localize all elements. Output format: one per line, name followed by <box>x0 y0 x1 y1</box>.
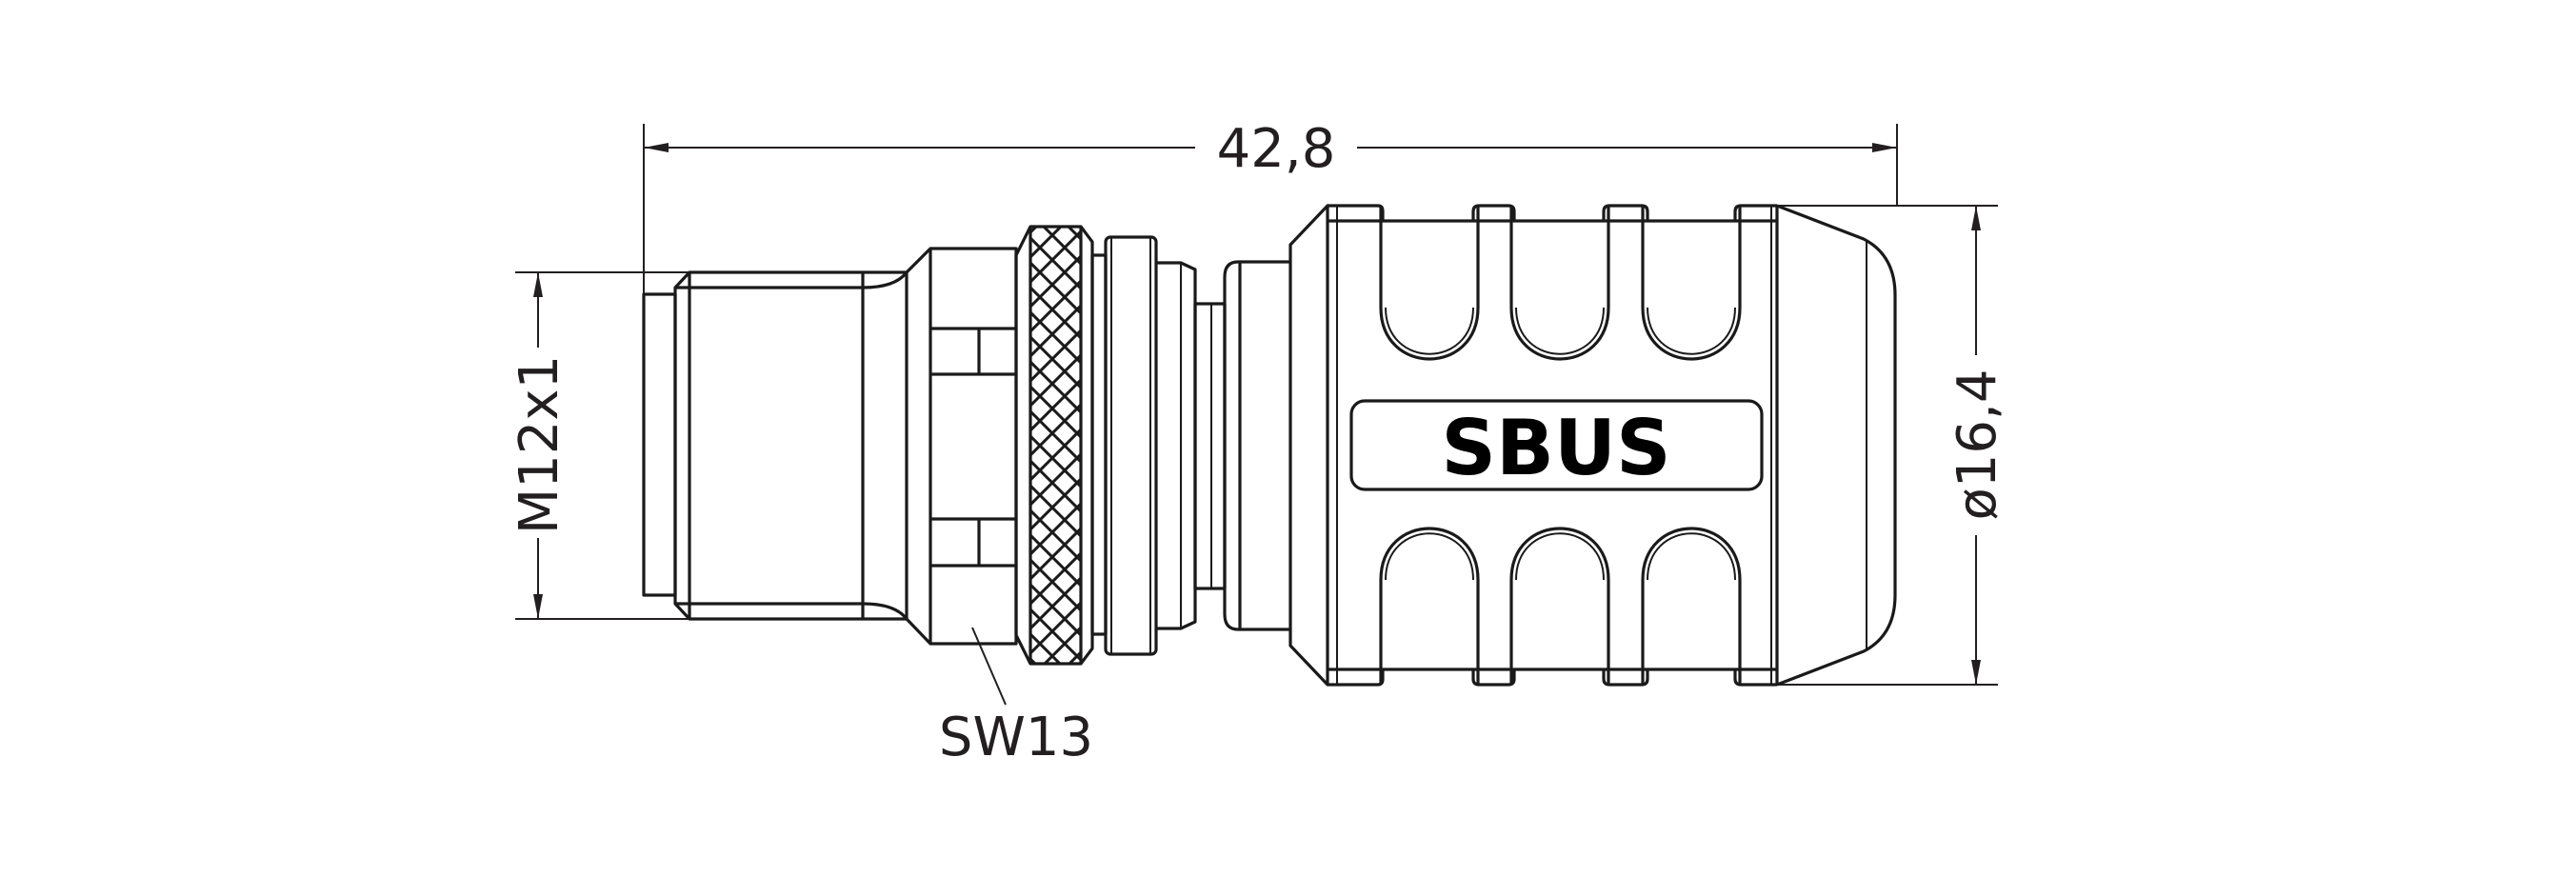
diameter-label: ø16,4 <box>1947 369 2008 521</box>
leader-line <box>971 627 1007 706</box>
arrowhead <box>1872 143 1897 152</box>
diameter-dimension: ø16,4 <box>1777 205 2008 686</box>
arrowhead <box>533 594 543 619</box>
coupling-rings <box>1090 235 1227 656</box>
arrowhead <box>533 272 543 297</box>
product-label: SBUS <box>1441 404 1670 492</box>
hex-nut <box>905 247 1018 646</box>
cable-nose <box>1776 204 1897 687</box>
threaded-end <box>642 270 909 621</box>
grip-slots <box>1379 206 1742 685</box>
arrowhead <box>1971 206 1981 230</box>
arrowhead <box>1971 660 1981 685</box>
overall-length-label: 42,8 <box>1217 118 1336 180</box>
thread-dimension: M12x1 <box>509 271 718 620</box>
product-label-plate: SBUS <box>1349 399 1764 492</box>
wrench-size-callout: SW13 <box>939 627 1093 768</box>
thread-label: M12x1 <box>509 355 570 534</box>
wrench-size-label: SW13 <box>939 707 1093 768</box>
arrowhead <box>644 143 669 152</box>
knurled-ring <box>1014 225 1094 666</box>
overall-length-dimension: 42,8 <box>643 118 1898 294</box>
